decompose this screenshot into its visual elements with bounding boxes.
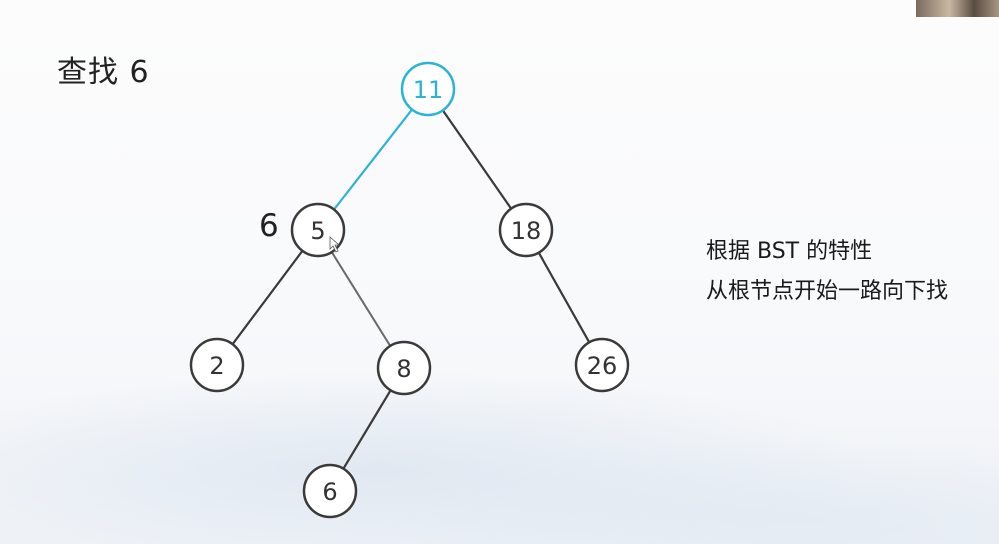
edge-n18-n26 xyxy=(537,252,591,343)
node-circle xyxy=(498,202,554,258)
page-title: 查找 6 xyxy=(57,55,150,90)
node-circle xyxy=(376,340,432,396)
node-label: 11 xyxy=(413,76,444,104)
webcam-thumbnail xyxy=(916,0,999,17)
node-label: 6 xyxy=(322,478,337,506)
tree-node-11: 11 xyxy=(400,61,456,117)
node-circle xyxy=(574,337,630,393)
note-line-1: 根据 BST 的特性 xyxy=(706,239,873,264)
search-value-marker: 6 xyxy=(259,208,279,244)
tree-node-6: 6 xyxy=(302,463,358,519)
tree-node-2: 2 xyxy=(189,337,245,393)
mouse-cursor-icon xyxy=(329,236,341,253)
tree-node-8: 8 xyxy=(376,340,432,396)
node-label: 8 xyxy=(396,355,411,383)
edge-n11-n5 xyxy=(333,108,413,211)
edge-n8-n6 xyxy=(342,389,392,470)
node-circle xyxy=(189,337,245,393)
node-label: 26 xyxy=(587,352,618,380)
explanation-note: 根据 BST 的特性 从根节点开始一路向下找 xyxy=(706,232,948,312)
tree-node-26: 26 xyxy=(574,337,630,393)
node-label: 5 xyxy=(310,217,325,245)
node-label: 18 xyxy=(511,217,542,245)
node-circle xyxy=(400,61,456,117)
edge-n5-n2 xyxy=(231,250,304,345)
edge-n5-n8 xyxy=(330,251,392,347)
node-circle xyxy=(302,463,358,519)
node-label: 2 xyxy=(209,352,224,380)
edge-n11-n18 xyxy=(441,109,513,210)
tree-node-18: 18 xyxy=(498,202,554,258)
note-line-2: 从根节点开始一路向下找 xyxy=(706,279,949,304)
